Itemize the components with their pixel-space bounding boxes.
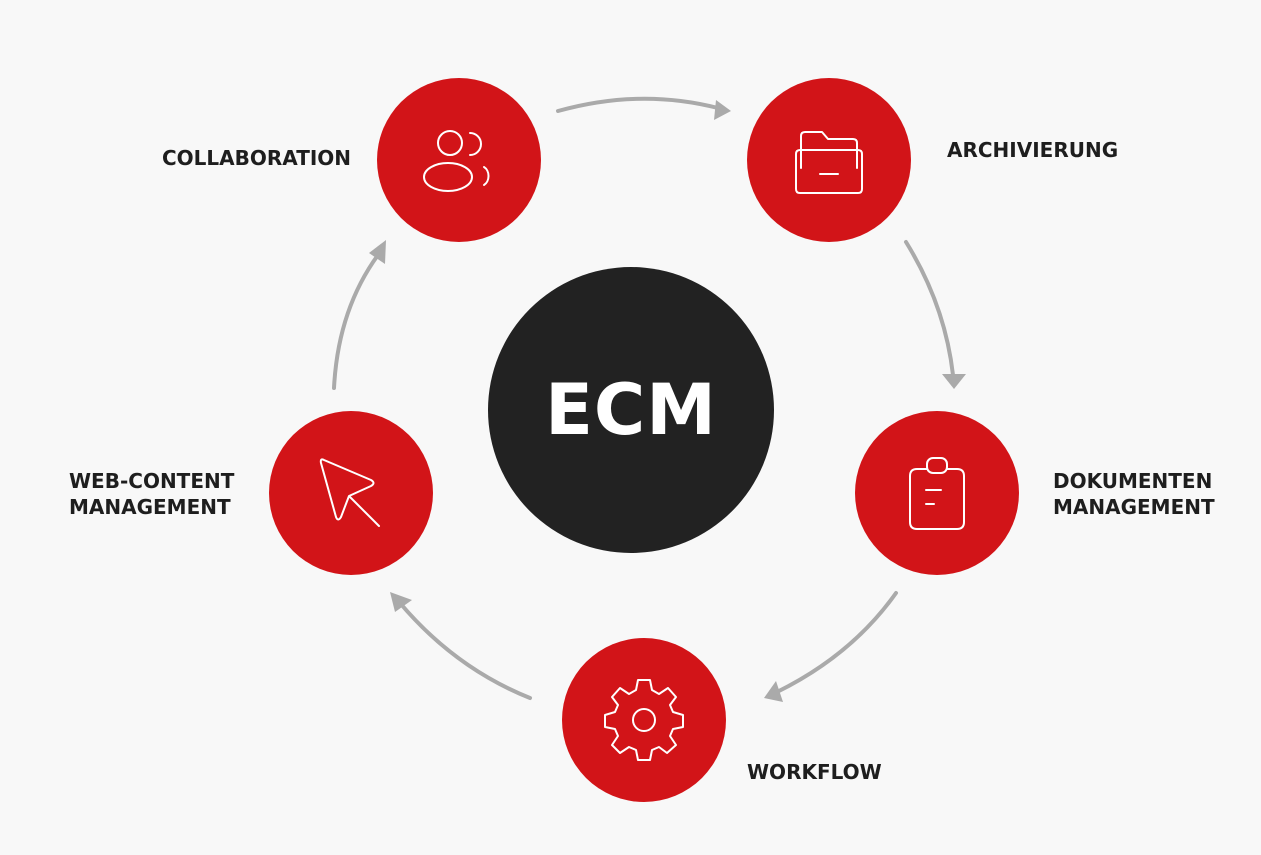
arrowhead-collaboration-archivierung [714, 100, 731, 120]
arrow-workflow-webcontent [398, 601, 532, 700]
label-workflow: WORKFLOW [747, 759, 882, 785]
label-dokumenten-line2: MANAGEMENT [1053, 495, 1215, 519]
label-webcontent-line1: WEB-CONTENT [69, 469, 235, 493]
clipboard-icon [909, 457, 965, 530]
node-web-content-management [269, 411, 433, 575]
node-workflow [562, 638, 726, 802]
label-workflow-line: WORKFLOW [747, 760, 882, 784]
arrow-archivierung-dokumenten [904, 240, 955, 377]
label-collaboration: COLLABORATION [162, 145, 351, 171]
label-collaboration-line: COLLABORATION [162, 146, 352, 170]
cursor-icon [319, 458, 380, 527]
folder-icon [795, 131, 863, 194]
node-archivierung [747, 78, 911, 242]
node-collaboration [377, 78, 541, 242]
arrow-dokumenten-workflow [775, 591, 898, 694]
ecm-title: ECM [545, 369, 717, 451]
arrow-webcontent-collaboration [332, 253, 380, 390]
arrowhead-dokumenten-workflow [764, 681, 783, 702]
label-dokumenten-line1: DOKUMENTEN [1053, 469, 1213, 493]
arrowhead-archivierung-dokumenten [942, 374, 966, 389]
users-icon [423, 130, 490, 192]
ecm-center-circle: ECM [488, 267, 774, 553]
label-archivierung: ARCHIVIERUNG [947, 137, 1118, 163]
gear-icon [604, 679, 684, 761]
label-web-content-management: WEB-CONTENT MANAGEMENT [69, 468, 234, 520]
arrowhead-webcontent-collaboration [369, 240, 386, 264]
arrowhead-workflow-webcontent [390, 592, 412, 612]
node-dokumenten-management [855, 411, 1019, 575]
label-webcontent-line2: MANAGEMENT [69, 495, 231, 519]
label-dokumenten-management: DOKUMENTEN MANAGEMENT [1053, 468, 1215, 520]
arrow-collaboration-archivierung [556, 96, 720, 113]
label-archivierung-line: ARCHIVIERUNG [947, 138, 1119, 162]
